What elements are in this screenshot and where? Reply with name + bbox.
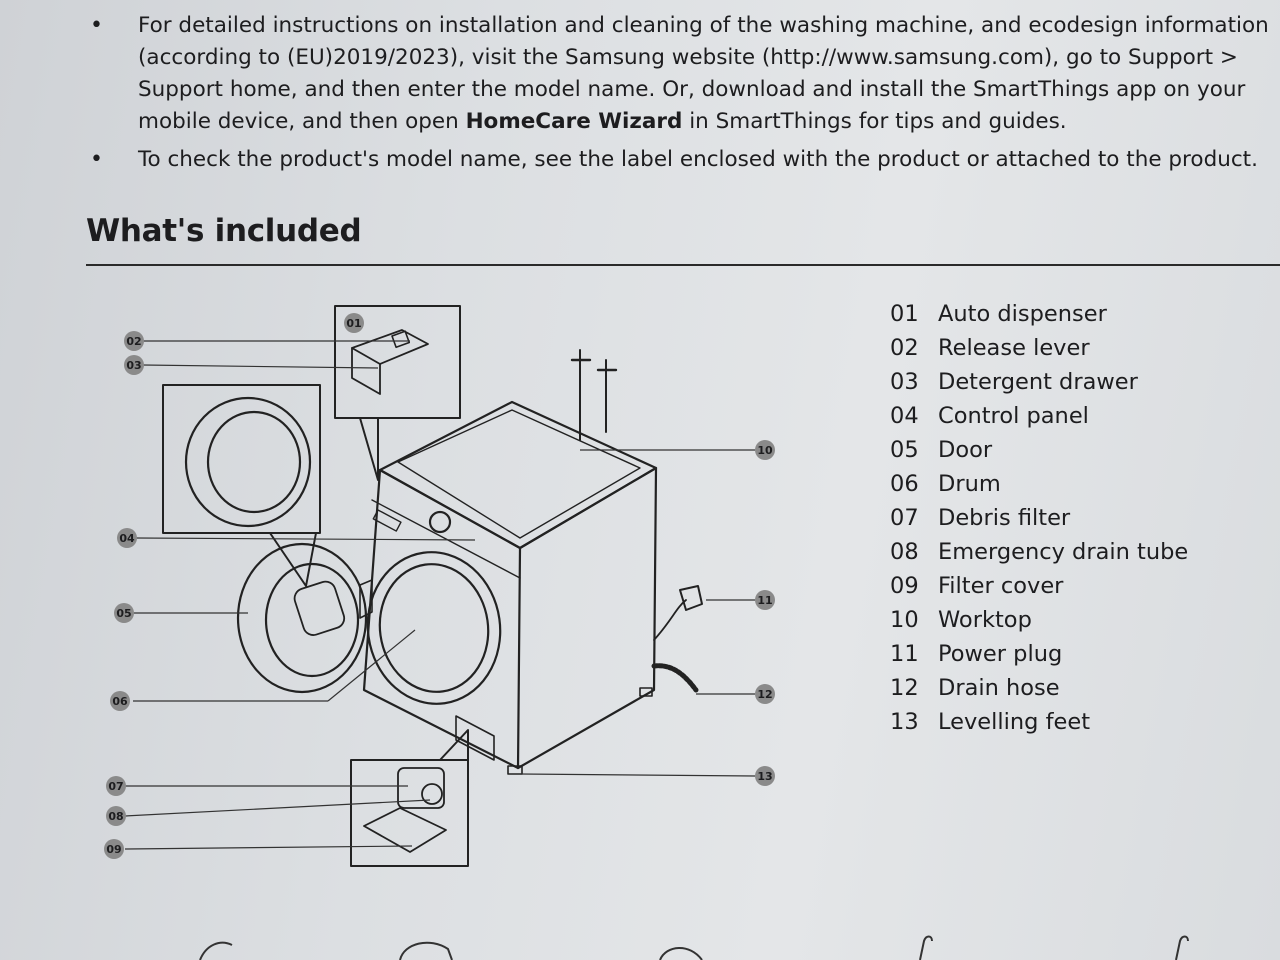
part-number: 04 [890, 403, 919, 429]
list-item: 04 Control panel [890, 399, 1270, 433]
svg-text:01: 01 [346, 317, 361, 330]
program-dial [428, 510, 452, 534]
bullet-dot: • [90, 13, 103, 38]
drain-hose [651, 663, 699, 693]
part-name: Door [938, 437, 993, 463]
part-number: 12 [890, 675, 919, 701]
note-bullet-1: • For detailed instructions on installat… [86, 10, 1276, 138]
part-name: Emergency drain tube [938, 539, 1189, 565]
list-item: 08 Emergency drain tube [890, 535, 1270, 569]
svg-text:13: 13 [757, 770, 772, 783]
power-plug [679, 585, 703, 611]
svg-text:11: 11 [757, 594, 772, 607]
part-number: 07 [890, 505, 919, 531]
svg-text:04: 04 [119, 532, 135, 545]
callout-11: 11 [755, 590, 775, 610]
part-name: Worktop [938, 607, 1032, 633]
list-item: 10 Worktop [890, 603, 1270, 637]
list-item: 01 Auto dispenser [890, 297, 1270, 331]
drum [378, 563, 490, 693]
part-number: 02 [890, 335, 919, 361]
machine-side-face [516, 466, 658, 770]
note-1-text-end: in SmartThings for tips and guides. [682, 109, 1067, 134]
part-name: Levelling feet [938, 709, 1091, 735]
list-item: 13 Levelling feet [890, 705, 1270, 739]
callout-08: 08 [106, 806, 126, 826]
part-name: Drum [938, 471, 1001, 497]
part-number: 10 [890, 607, 919, 633]
part-number: 01 [890, 301, 919, 327]
part-name: Detergent drawer [938, 369, 1138, 395]
door-opening [366, 551, 502, 705]
list-item: 05 Door [890, 433, 1270, 467]
callout-10: 10 [755, 440, 775, 460]
parts-list: 01 Auto dispenser 02 Release lever 03 Deter… [890, 297, 1270, 739]
note-2-text: To check the product's model name, see t… [138, 147, 1258, 172]
list-item: 03 Detergent drawer [890, 365, 1270, 399]
part-name: Auto dispenser [938, 301, 1107, 327]
list-item: 09 Filter cover [890, 569, 1270, 603]
note-1-bold-term: HomeCare Wizard [465, 109, 683, 134]
svg-text:10: 10 [757, 444, 773, 457]
note-1-text-start: For detailed instructions on installatio… [138, 13, 1269, 134]
svg-text:08: 08 [108, 810, 123, 823]
list-item: 02 Release lever [890, 331, 1270, 365]
callout-06: 06 [110, 691, 130, 711]
svg-text:07: 07 [108, 780, 123, 793]
next-page-illustrations [199, 935, 1189, 960]
list-item: 06 Drum [890, 467, 1270, 501]
callout-02: 02 [124, 331, 144, 351]
svg-text:02: 02 [126, 335, 141, 348]
part-number: 08 [890, 539, 919, 565]
part-number: 13 [890, 709, 919, 735]
part-number: 03 [890, 369, 919, 395]
bullet-dot: • [90, 147, 103, 172]
svg-text:05: 05 [116, 607, 131, 620]
section-divider [86, 264, 1280, 266]
note-bullet-2: • To check the product's model name, see… [86, 144, 1276, 176]
part-name: Control panel [938, 403, 1089, 429]
svg-text:06: 06 [112, 695, 128, 708]
callout-07: 07 [106, 776, 126, 796]
part-name: Debris filter [938, 505, 1071, 531]
callout-09: 09 [104, 839, 124, 859]
washing-machine-diagram: 01 02 03 04 05 06 07 08 09 10 11 12 13 [104, 305, 775, 867]
svg-text:12: 12 [757, 688, 772, 701]
part-number: 05 [890, 437, 919, 463]
callout-03: 03 [124, 355, 144, 375]
part-name: Power plug [938, 641, 1063, 667]
section-title: What's included [86, 213, 362, 249]
part-name: Filter cover [938, 573, 1064, 599]
callout-12: 12 [755, 684, 775, 704]
machine-top-worktop [378, 400, 658, 550]
open-door [236, 542, 368, 694]
svg-text:09: 09 [106, 843, 121, 856]
callout-01: 01 [344, 313, 364, 333]
part-number: 06 [890, 471, 919, 497]
svg-text:03: 03 [126, 359, 141, 372]
list-item: 07 Debris filter [890, 501, 1270, 535]
intro-notes: • For detailed instructions on installat… [86, 10, 1276, 176]
callout-05: 05 [114, 603, 134, 623]
part-number: 09 [890, 573, 919, 599]
part-number: 11 [890, 641, 919, 667]
part-name: Release lever [938, 335, 1090, 361]
callout-13: 13 [755, 766, 775, 786]
list-item: 11 Power plug [890, 637, 1270, 671]
callout-04: 04 [117, 528, 137, 548]
list-item: 12 Drain hose [890, 671, 1270, 705]
part-name: Drain hose [938, 675, 1060, 701]
